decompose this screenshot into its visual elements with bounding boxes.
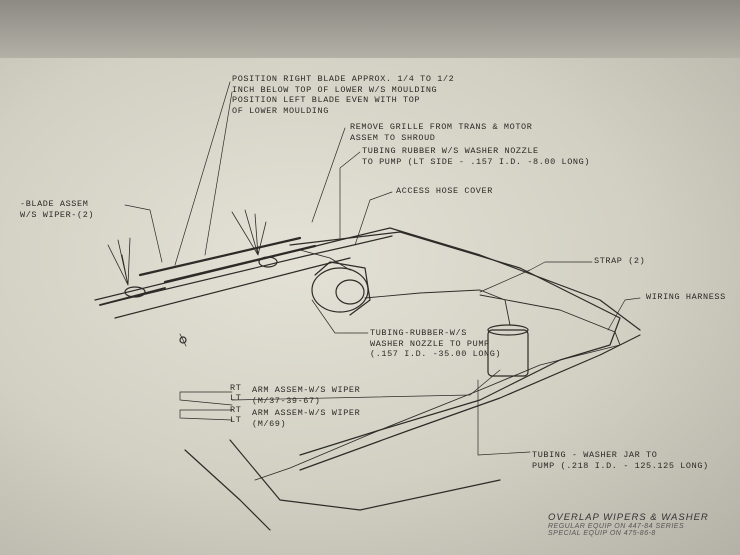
label-tubing-rubber-pump: TUBING-RUBBER-W/S WASHER NOZZLE TO PUMP … (370, 328, 502, 359)
label-blade-position: POSITION RIGHT BLADE APPROX. 1/4 TO 1/2 … (232, 74, 455, 116)
leader-blade-position (174, 81, 233, 266)
front-edge (184, 449, 271, 531)
left-spray (107, 237, 131, 286)
label-access-hose-cover: ACCESS HOSE COVER (396, 186, 493, 196)
leader-access-hose (354, 191, 393, 246)
tubing-pump-to-jar (364, 289, 511, 326)
label-tubing-rubber-nozzle: TUBING RUBBER W/S WASHER NOZZLE TO PUMP … (362, 146, 591, 167)
title-block-line3: SPECIAL EQUIP ON 475-86-8 (548, 530, 656, 537)
label-blade-assem: -BLADE ASSEM W/S WIPER-(2) (20, 199, 95, 220)
leader-arm-assem (179, 391, 233, 421)
label-arm-assem-1-lt: LT (230, 393, 242, 403)
leader-tubing-rubber-pump (311, 299, 369, 334)
moulding-lower (114, 257, 351, 319)
previous-page-edge (0, 0, 740, 58)
leader-tubing-jar (477, 379, 531, 456)
left-arm (99, 287, 166, 306)
bolt (179, 336, 187, 344)
leader-arm-to-car (231, 369, 501, 401)
washer-jar (487, 329, 529, 377)
wiring-harness-line (254, 294, 621, 481)
label-arm-assem-2-rt: RT (230, 405, 242, 415)
wiper-motor (311, 267, 369, 313)
leader-remove-grille (311, 127, 346, 223)
label-strap: STRAP (2) (594, 256, 646, 266)
diagram-sheet (0, 58, 740, 555)
right-wiper-blade (163, 244, 317, 284)
left-pivot (124, 286, 146, 298)
leader-strap (479, 261, 593, 293)
fender-line (289, 231, 621, 456)
label-wiring-harness: WIRING HARNESS (646, 292, 726, 302)
label-tubing-washer-jar: TUBING - WASHER JAR TO PUMP (.218 I.D. -… (532, 450, 709, 471)
leader-wiring (607, 297, 641, 331)
label-remove-grille: REMOVE GRILLE FROM TRANS & MOTOR ASSEM T… (350, 122, 533, 143)
tubing-to-nozzle (299, 249, 351, 271)
label-arm-assem-1: ARM ASSEM-W/S WIPER (M/37-39-67) (252, 385, 361, 406)
label-arm-assem-2-lt: LT (230, 415, 242, 425)
leader-blade-assem (124, 204, 163, 263)
washer-pump (335, 279, 365, 305)
washer-jar-cap (487, 324, 529, 336)
title-block-title: OVERLAP WIPERS & WASHER (548, 512, 709, 523)
lower-body-line (229, 439, 501, 511)
left-wiper-blade (138, 236, 302, 277)
title-block-line2: REGULAR EQUIP ON 447-84 SERIES (548, 523, 685, 530)
right-spray (231, 209, 267, 256)
label-arm-assem-1-rt: RT (230, 383, 242, 393)
motor-mount (314, 261, 371, 316)
title-block: OVERLAP WIPERS & WASHER REGULAR EQUIP ON… (548, 512, 718, 552)
label-arm-assem-2: ARM ASSEM-W/S WIPER (M/69) (252, 408, 361, 429)
right-pivot (258, 256, 278, 268)
fender-edge (299, 334, 641, 471)
windshield-moulding (99, 235, 393, 306)
leader-tubing-nozzle (339, 151, 361, 239)
